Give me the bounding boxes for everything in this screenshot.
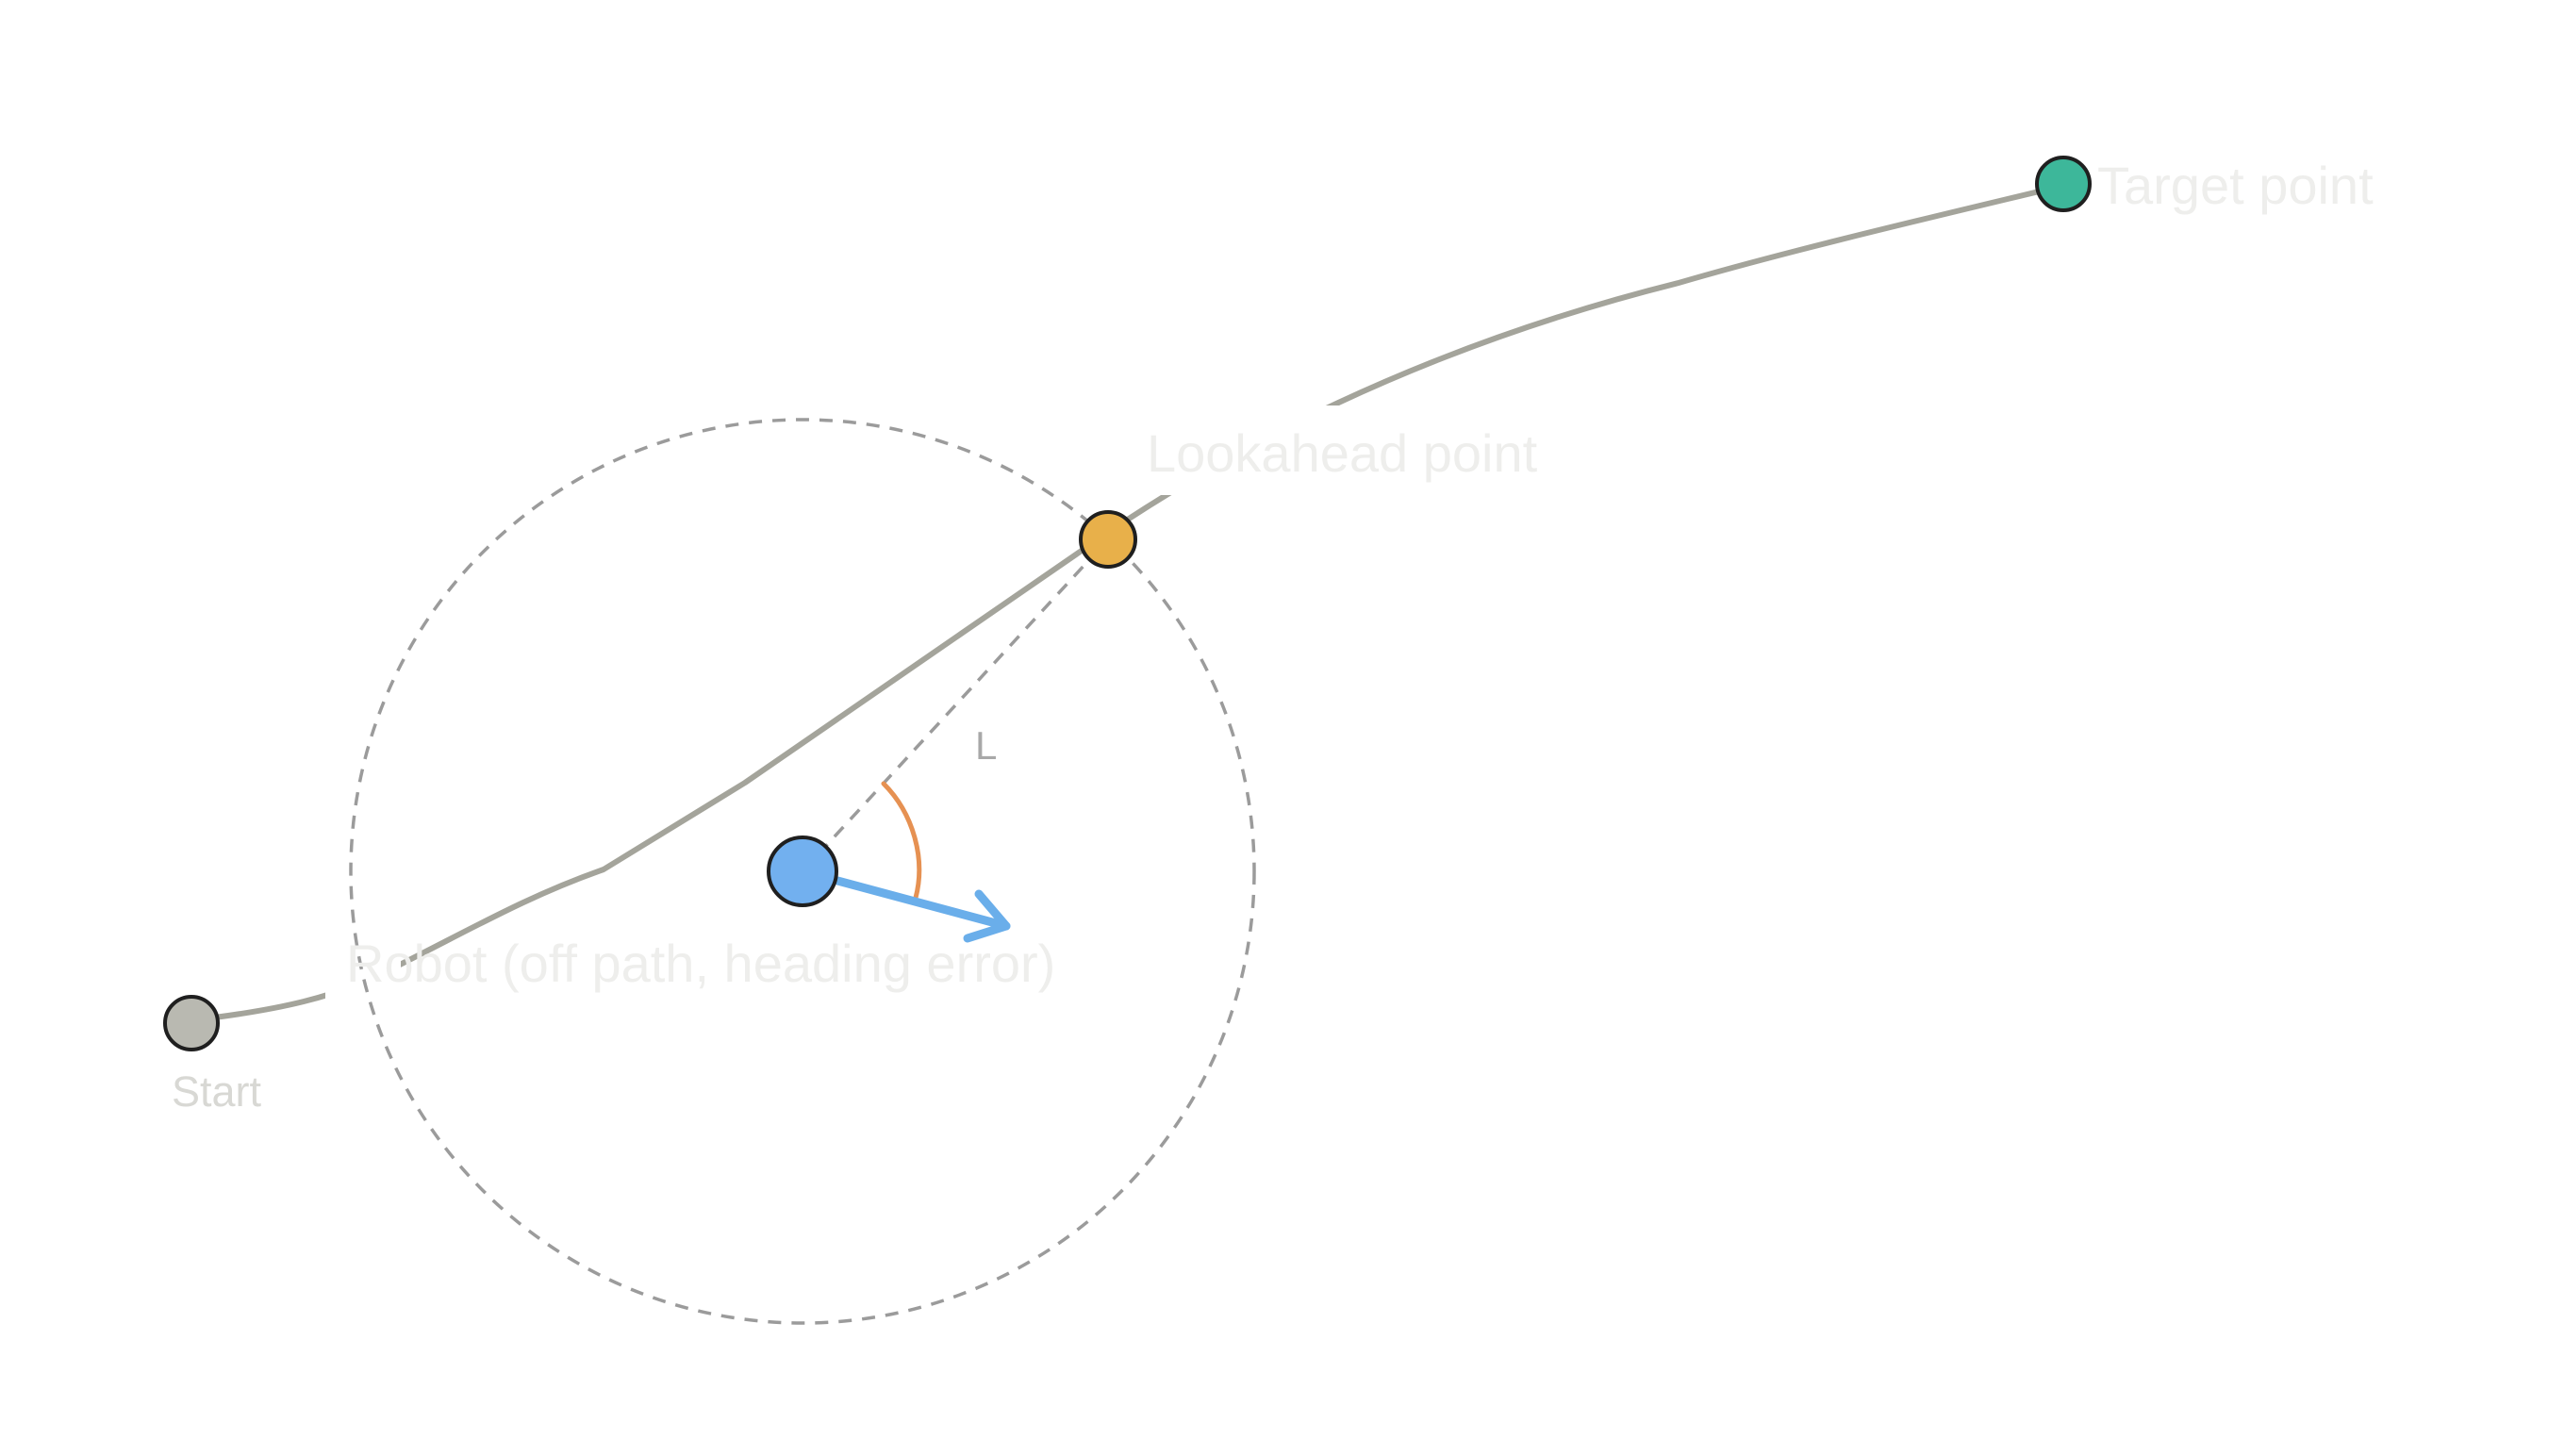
robot-label: Robot (off path, heading error) [346,934,1055,993]
heading-error-arc [881,781,922,901]
target-label: Target point [2097,156,2374,215]
lookahead-distance-label: L [975,723,997,768]
robot-node [767,836,838,907]
start-label: Start [172,1067,262,1116]
lookahead-node [1079,510,1137,569]
lookahead-circle [349,418,1256,1325]
lookahead-label: Lookahead point [1147,423,1538,483]
path-gap-robot [325,919,401,1009]
path-gap-lookahead [1141,405,1386,495]
lookahead-distance-line [801,538,1110,873]
target-node [2035,156,2092,212]
path-curve [189,184,2061,1023]
start-node [163,995,220,1051]
